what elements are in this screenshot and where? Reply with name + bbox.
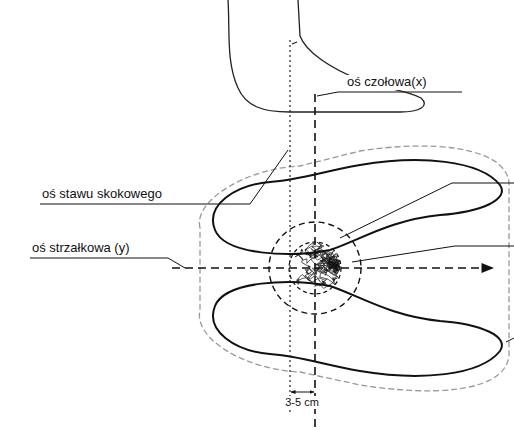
leader-line [352, 246, 514, 262]
axis-label: oś czołowa(x) [345, 75, 428, 90]
leader-line [317, 92, 462, 96]
leader-line [506, 338, 514, 342]
cop-trace-stroke [305, 249, 340, 282]
ankle-axis [289, 40, 290, 412]
leader-line [30, 258, 185, 268]
sole-outline-upper [213, 160, 502, 254]
axis-label: oś stawu skokowego [40, 187, 164, 202]
foot-side-view [228, 0, 424, 112]
axis-label: oś strzałkowa (y) [30, 241, 132, 256]
cop-trace [295, 242, 340, 288]
leader-line [340, 183, 514, 238]
sway-circle-outer [269, 222, 361, 314]
cop-trace-stroke [295, 249, 340, 288]
leader-line [40, 150, 288, 204]
ankle-mark [292, 42, 297, 44]
sole-outline-lower [213, 282, 502, 376]
sway-circle-inner [289, 242, 341, 294]
frontal-axis [314, 94, 316, 428]
dimension-label: 3-5 cm [283, 396, 321, 409]
dimension-arrow [291, 392, 314, 393]
